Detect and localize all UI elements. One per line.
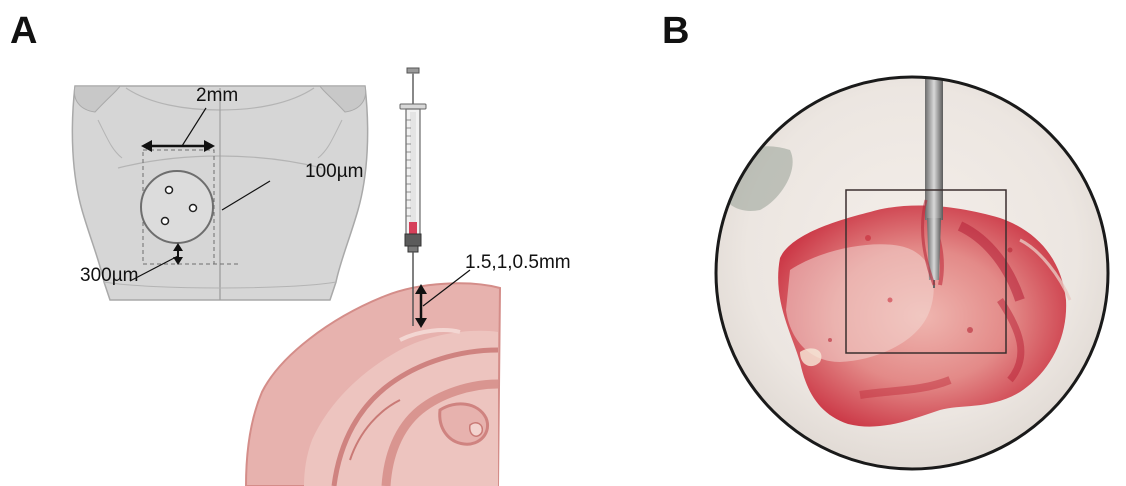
craniotomy-window <box>141 171 213 243</box>
panel-label-b: B <box>662 12 689 50</box>
injection-site-3 <box>162 218 169 225</box>
midline-offset-label: 100µm <box>305 162 363 181</box>
injection-depth-label: 1.5,1,0.5mm <box>465 253 571 272</box>
brain-section <box>246 283 500 486</box>
injection-site-1 <box>166 187 173 194</box>
microscope-photo <box>716 70 1108 469</box>
injection-site-2 <box>190 205 197 212</box>
panel-label-a: A <box>10 12 37 50</box>
posterior-offset-label: 300µm <box>80 266 138 285</box>
craniotomy-width-label: 2mm <box>196 86 238 105</box>
